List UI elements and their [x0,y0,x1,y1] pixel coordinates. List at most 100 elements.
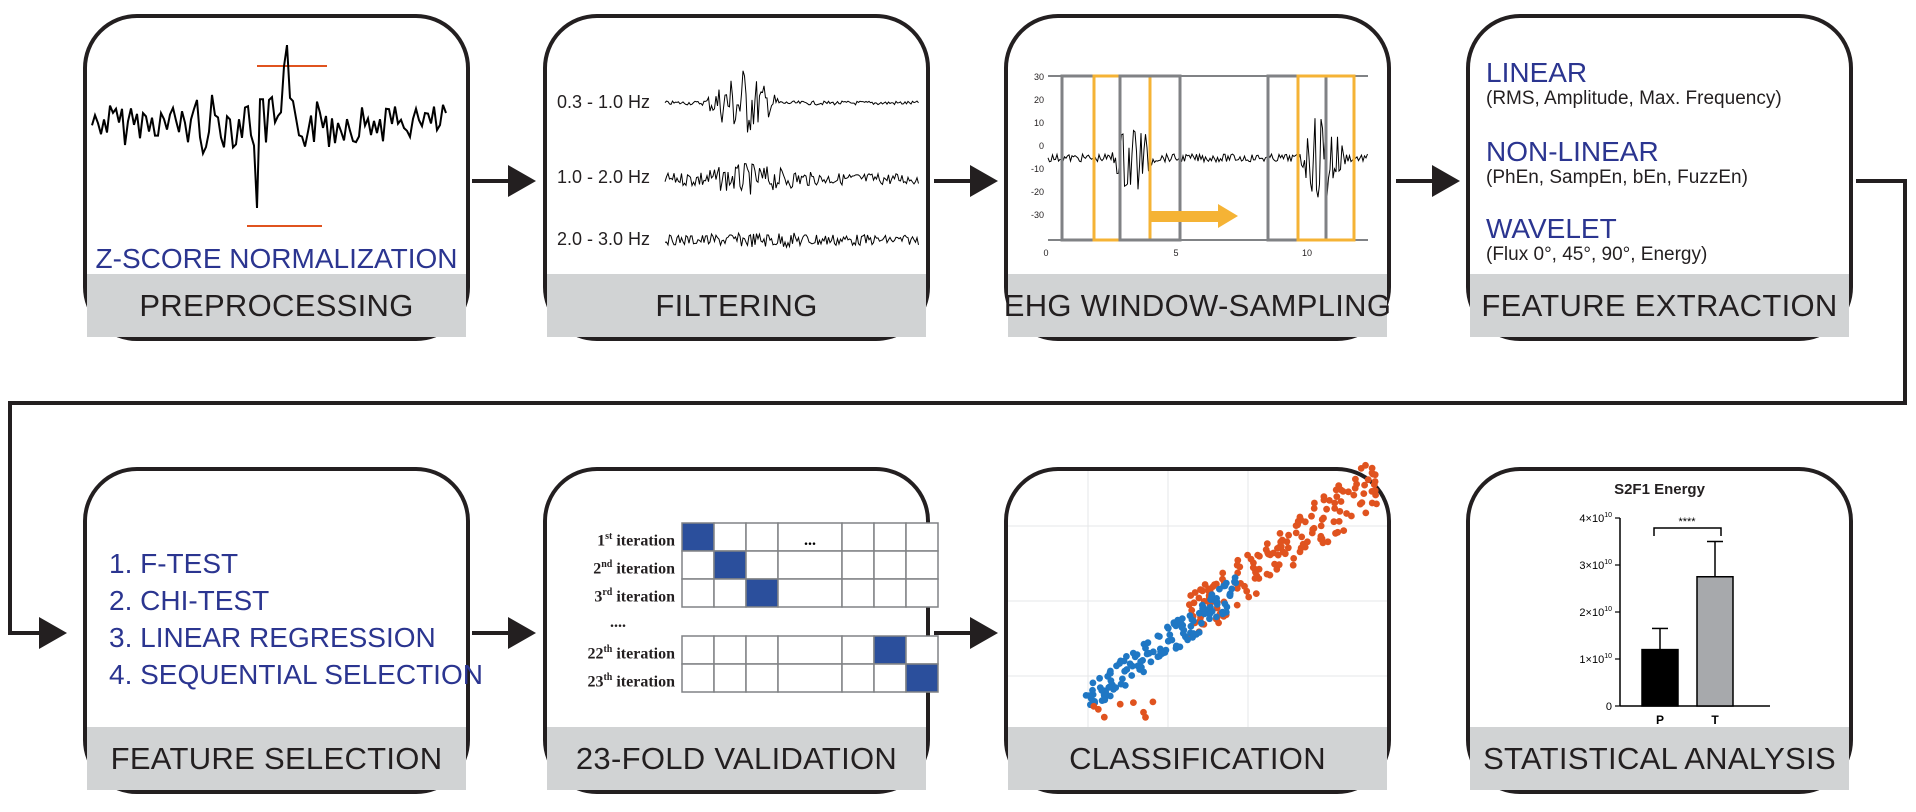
train-fold-cell [873,522,907,552]
stage-validation: 1st iteration 2nd iteration 3rd iteratio… [543,467,939,794]
train-fold-cell [841,635,875,665]
y-tick: -20 [1031,187,1044,197]
train-fold-cell [745,550,779,580]
iteration-label: 1st iteration [597,531,675,550]
band-label: 0.3 - 1.0 Hz [557,92,651,112]
train-fold-cell [873,663,907,693]
train-fold-cell [777,635,843,665]
x-tick: 5 [1173,248,1178,258]
train-fold-cell [841,550,875,580]
test-fold-cell [873,635,907,665]
train-fold-cell [713,522,747,552]
stage-title: STATISTICAL ANALYSIS [1470,727,1849,790]
train-fold-cell [905,550,939,580]
train-fold-cell [841,663,875,693]
stage-filtering: 0.3 - 1.0 Hz 1.0 - 2.0 Hz 2.0 - 3.0 Hz F… [543,14,930,341]
band-label: 1.0 - 2.0 Hz [557,167,651,187]
train-fold-cell [713,635,747,665]
y-tick: -30 [1031,210,1044,220]
stage-title: FEATURE SELECTION [87,727,466,790]
train-fold-cell [841,522,875,552]
feature-group-wavelet: WAVELET (Flux 0°, 45°, 90°, Energy) [1486,213,1708,266]
y-tick: 0 [1039,141,1044,151]
x-tick: 10 [1302,248,1312,258]
iteration-label: 2nd iteration [593,559,675,578]
y-tick: 10 [1034,118,1044,128]
stage-windowing: 30 20 10 0 -10 -20 -30 0 5 10 [1004,14,1391,341]
x-category-label: P [1656,713,1664,727]
y-tick: -10 [1031,164,1044,174]
train-fold-cell [905,635,939,665]
filtered-signals [664,70,919,249]
train-fold-cell [681,578,715,608]
significance-bracket [1653,527,1722,536]
arrow-4-5 [8,179,1907,649]
window-sampling-plot: 30 20 10 0 -10 -20 -30 0 5 10 [1031,72,1368,258]
bar-P [1641,648,1679,707]
train-fold-cell [713,663,747,693]
stage-title: 23-FOLD VALIDATION [547,727,926,790]
train-fold-cell [777,578,843,608]
feature-group-nonlinear: NON-LINEAR (PhEn, SampEn, bEn, FuzzEn) [1486,136,1748,189]
x-category-label: T [1711,713,1719,727]
fold-grid: ... [681,522,939,693]
selection-method: 3. LINEAR REGRESSION [109,622,436,653]
train-fold-cell [681,635,715,665]
y-tick-label: 3×1010 [1579,559,1612,572]
y-tick-label: 1×1010 [1579,653,1612,666]
iteration-label: 23th iteration [587,672,675,691]
y-tick-label: 0 [1606,701,1612,713]
selection-method: 2. CHI-TEST [109,585,270,616]
stage-feature-selection: 1. F-TEST 2. CHI-TEST 3. LINEAR REGRESSI… [83,467,483,794]
stage-feature-extraction: LINEAR (RMS, Amplitude, Max. Frequency) … [1466,14,1853,341]
y-tick-label: 4×1010 [1579,512,1612,525]
z-score-label: Z-SCORE NORMALIZATION [95,243,458,274]
test-fold-cell [681,522,715,552]
train-fold-cell [745,663,779,693]
chart-title: S2F1 Energy [1614,481,1705,498]
train-fold-cell [777,663,843,693]
train-fold-cell [841,578,875,608]
train-fold-cell [777,550,843,580]
grid-ellipsis: ... [804,532,816,549]
test-fold-cell [745,578,779,608]
selection-method: 1. F-TEST [109,548,239,579]
classification-scatter [1008,461,1387,731]
stage-preprocessing: Z-SCORE NORMALIZATION PREPROCESSING [83,14,470,341]
train-fold-cell [905,522,939,552]
y-tick: 20 [1034,95,1044,105]
bar-T [1696,576,1734,707]
selection-method-list: 1. F-TEST 2. CHI-TEST 3. LINEAR REGRESSI… [109,545,483,693]
stage-title: CLASSIFICATION [1008,727,1387,790]
train-fold-cell [745,635,779,665]
train-fold-cell [713,578,747,608]
x-tick: 0 [1043,248,1048,258]
iteration-ellipsis: .... [610,614,626,631]
y-tick-label: 2×1010 [1579,606,1612,619]
train-fold-cell [905,578,939,608]
train-fold-cell [681,550,715,580]
significance-stars: **** [1678,516,1696,528]
selection-method: 4. SEQUENTIAL SELECTION [109,659,483,690]
stage-title: PREPROCESSING [87,274,466,337]
window-box [1118,74,1182,242]
stage-classification: CLASSIFICATION [1004,461,1391,794]
test-fold-cell [713,550,747,580]
y-tick: 30 [1034,72,1044,82]
iteration-label: 3rd iteration [594,587,675,606]
slide-arrow [1150,211,1220,222]
iteration-label: 22th iteration [587,644,675,663]
raw-signal-plot [91,44,447,227]
train-fold-cell [873,578,907,608]
band-label: 2.0 - 3.0 Hz [557,229,651,249]
stage-title: EHG WINDOW-SAMPLING [1004,274,1391,337]
train-fold-cell [681,663,715,693]
stage-title: FEATURE EXTRACTION [1470,274,1849,337]
train-fold-cell [873,550,907,580]
train-fold-cell [745,522,779,552]
test-fold-cell [905,663,939,693]
stage-title: FILTERING [547,274,926,337]
